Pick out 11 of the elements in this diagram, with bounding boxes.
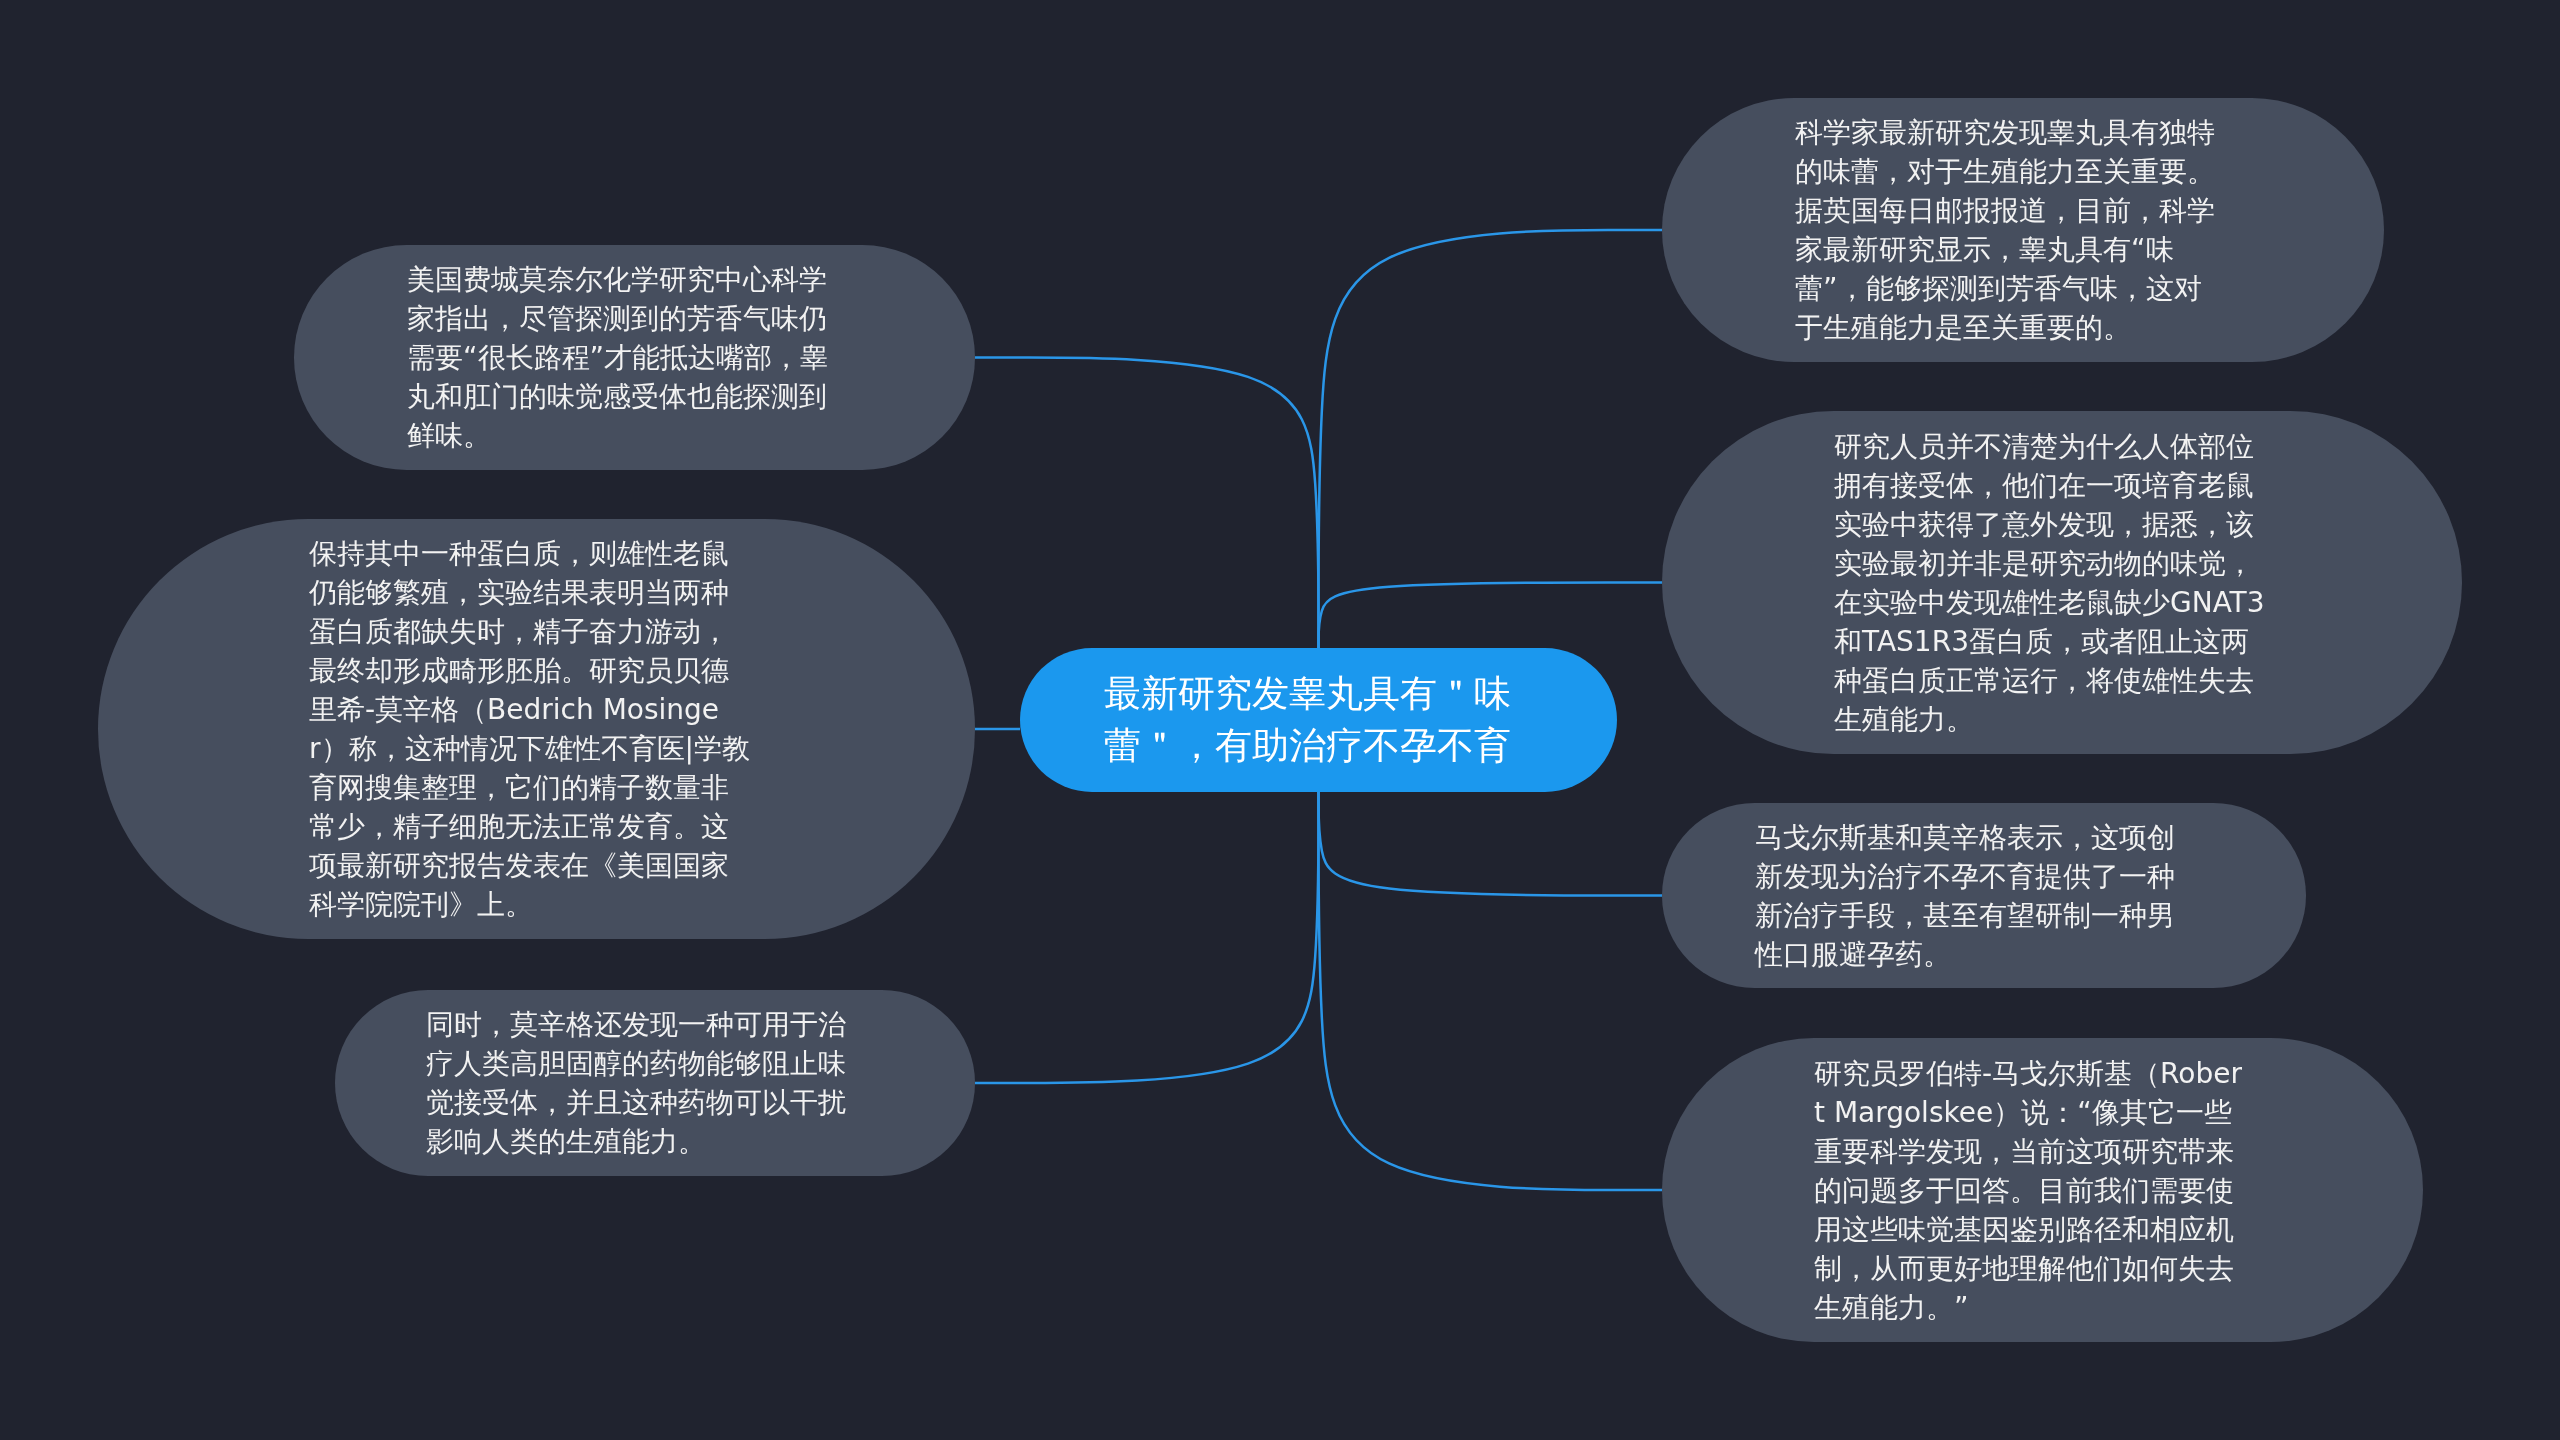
topic-text: 马戈尔斯基和莫辛格表示，这项创新发现为治疗不孕不育提供了一种新治疗手段，甚至有望研制一种男性口服避孕药。: [1755, 819, 2175, 973]
topic-text: 同时，莫辛格还发现一种可用于治疗人类高胆固醇的药物能够阻止味觉接受体，并且这种药物可以干扰影响人类的生殖能力。: [426, 1007, 847, 1160]
topic-text: 保持其中一种蛋白质，则雄性老鼠仍能够繁殖，实验结果表明当两种蛋白质都缺失时，精子奋力游动，最终却形成畸形胚胎。研究员贝德里希-莫辛格（Bedrich Mosinger）称，这种情况下雄性不育医|学教育网搜集整理，它们的精子数量非常少，精子细胞无法正常发育。这项最新研究报告发表在《美国国家科学院院刊》上。: [309, 536, 751, 923]
topic-text: 美国费城莫奈尔化学研究中心科学家指出，尽管探测到的芳香气味仍需要“很长路程”才能抵达嘴部，睾丸和肛门的味觉感受体也能探测到鲜味。: [407, 262, 829, 454]
connector-line: [975, 727, 1020, 731]
topic-text: 研究人员并不清楚为什么人体部位拥有接受体，他们在一项培育老鼠实验中获得了意外发现，据悉，该实验最初并非是研究动物的味觉，在实验中发现雄性老鼠缺少GNAT3和TAS1R3蛋白质，或者阻止这两种蛋白质正常运行，将使雄性失去生殖能力。: [1834, 428, 2266, 738]
connector-line: [1317, 792, 1662, 1192]
topic-text: 科学家最新研究发现睾丸具有独特的味蕾，对于生殖能力至关重要。据英国每日邮报报道，目前，科学家最新研究显示，睾丸具有“味蕾”，能够探测到芳香气味，这对于生殖能力是至关重要的。: [1795, 115, 2215, 346]
topic-title: 最新研究发睾丸具有＂味蕾＂，有助治疗不孕不育: [1104, 671, 1512, 769]
topic-text: 研究员罗伯特-马戈尔斯基（Robert Margolskee）说：“像其它一些重要科学发现，当前这项研究带来的问题多于回答。目前我们需要使用这些味觉基因鉴别路径和相应机制，从而更好地理解他们如何失去生殖能力。”: [1814, 1055, 2243, 1326]
connector-line: [1317, 581, 1662, 648]
